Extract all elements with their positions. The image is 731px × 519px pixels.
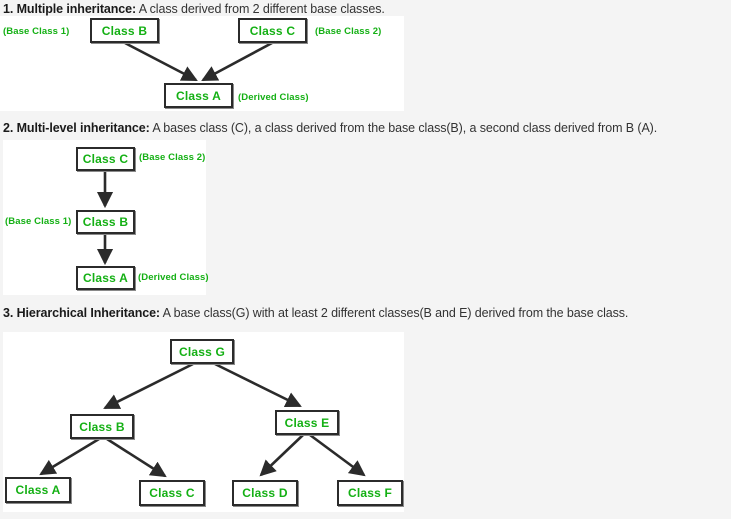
section-3-heading-lead: 3. Hierarchical Inheritance:: [3, 306, 160, 320]
diagram-multiple-inheritance: Class B Class C Class A (Base Class 1) (…: [0, 16, 404, 111]
section-2-heading-rest: A bases class (C), a class derived from …: [149, 121, 658, 135]
edge-c-to-a: [201, 41, 273, 82]
class-node-g[interactable]: Class G: [170, 339, 234, 364]
annotation-base-class-2: (Base Class 2): [139, 152, 206, 163]
edge-g-to-b: [103, 362, 194, 410]
annotation-base-class-2: (Base Class 2): [315, 26, 382, 37]
class-node-g-label: Class G: [178, 344, 226, 359]
class-node-b[interactable]: Class B: [70, 414, 134, 439]
section-2-heading-lead: 2. Multi-level inheritance:: [3, 121, 150, 135]
class-node-a[interactable]: Class A: [164, 83, 233, 108]
edge-e-to-f: [309, 433, 366, 477]
edge-b-to-c: [106, 437, 167, 478]
class-node-b-label: Class B: [79, 419, 125, 434]
diagram-3-edges: [39, 362, 366, 478]
section-3-heading: 3. Hierarchical Inheritance: A base clas…: [3, 306, 628, 320]
diagram-multi-level-inheritance: Class C Class B Class A (Base Class 2) (…: [3, 140, 209, 295]
class-node-b[interactable]: Class B: [76, 210, 135, 234]
class-node-c-label: Class C: [249, 23, 296, 38]
class-node-a-label: Class A: [15, 483, 61, 497]
class-node-a[interactable]: Class A: [76, 266, 135, 290]
annotation-base-class-1: (Base Class 1): [3, 26, 70, 37]
class-node-c[interactable]: Class C: [238, 18, 307, 43]
class-node-d-label: Class D: [242, 486, 288, 500]
section-2-heading: 2. Multi-level inheritance: A bases clas…: [3, 121, 657, 135]
edge-b-to-a: [39, 437, 100, 476]
section-1-heading-rest: A class derived from 2 different base cl…: [136, 2, 385, 16]
edge-g-to-e: [214, 362, 302, 408]
diagram-2-edges: [96, 172, 114, 266]
annotation-derived-class: (Derived Class): [238, 92, 309, 103]
class-node-d[interactable]: Class D: [232, 480, 298, 506]
diagram-1-edges: [124, 41, 273, 82]
annotation-derived-class: (Derived Class): [138, 272, 209, 283]
section-3-heading-rest: A base class(G) with at least 2 differen…: [160, 306, 629, 320]
class-node-a-label: Class A: [176, 88, 221, 103]
class-node-c-label: Class C: [149, 486, 195, 500]
edge-e-to-d: [259, 434, 304, 477]
class-node-e[interactable]: Class E: [275, 410, 339, 435]
annotation-base-class-1: (Base Class 1): [5, 216, 72, 227]
class-node-b[interactable]: Class B: [90, 18, 159, 43]
diagram-hierarchical-inheritance: Class G Class B Class E Class A Class C …: [3, 332, 404, 512]
edge-b-to-a: [124, 41, 198, 82]
class-node-e-label: Class E: [284, 415, 330, 430]
class-node-f[interactable]: Class F: [337, 480, 403, 506]
class-node-a[interactable]: Class A: [5, 477, 71, 503]
class-node-b-label: Class B: [82, 215, 129, 229]
class-node-c-label: Class C: [82, 152, 129, 166]
class-node-b-label: Class B: [101, 23, 148, 38]
class-node-c[interactable]: Class C: [139, 480, 205, 506]
class-node-f-label: Class F: [347, 486, 393, 500]
class-node-a-label: Class A: [83, 271, 128, 285]
class-node-c[interactable]: Class C: [76, 147, 135, 171]
section-1-heading: 1. Multiple inheritance: A class derived…: [3, 2, 385, 16]
section-1-heading-lead: 1. Multiple inheritance:: [3, 2, 137, 16]
